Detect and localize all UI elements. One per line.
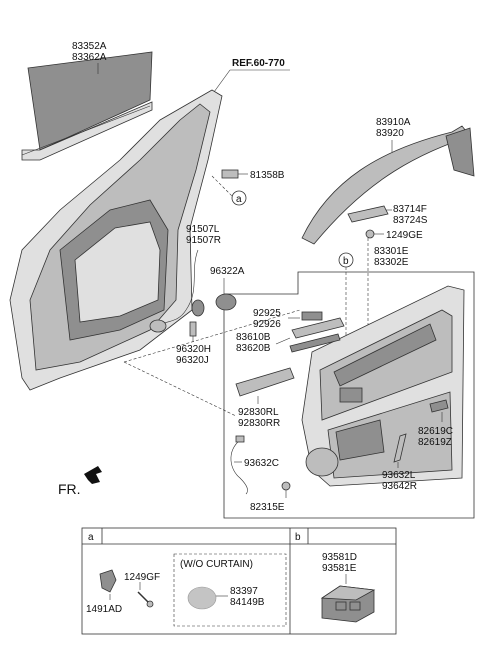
detail-a-tab: a bbox=[88, 532, 94, 543]
inner-lamp-93632l bbox=[393, 433, 407, 463]
fastener-1491ad bbox=[99, 569, 117, 593]
detail-a-gf-label: 1249GF bbox=[124, 572, 160, 583]
handle-label-1: 83610B bbox=[236, 332, 271, 343]
trim-pad-label-1: 83714F bbox=[393, 204, 427, 215]
trim-pad-upper bbox=[347, 205, 389, 223]
wiring-label-2: 91507R bbox=[186, 235, 221, 246]
reflector-label-1: 82619C bbox=[418, 426, 453, 437]
belt-molding bbox=[301, 125, 475, 245]
door-trim-panel bbox=[301, 285, 465, 487]
detail-b-label-2: 93581E bbox=[322, 563, 357, 574]
inner-lamp-label-2: 93642R bbox=[382, 481, 417, 492]
door-trim-label-2: 83302E bbox=[374, 257, 409, 268]
detail-a-cap-label-2: 84149B bbox=[230, 597, 265, 608]
detail-b-tab: b bbox=[295, 532, 301, 543]
reflector-label-2: 82619Z bbox=[418, 437, 452, 448]
grommet-bolt bbox=[365, 229, 375, 239]
courtesy-harness bbox=[230, 439, 248, 495]
cap-83397 bbox=[187, 586, 217, 610]
sunshade-label-2: 83362A bbox=[72, 52, 107, 63]
grommet-bolt-label: 1249GE bbox=[386, 230, 423, 241]
bracket-81358b bbox=[221, 169, 239, 179]
door-trim-frame bbox=[223, 271, 475, 519]
tweeter-label-2: 96320J bbox=[176, 355, 209, 366]
lamp-92830 bbox=[235, 367, 295, 397]
front-arrow-icon bbox=[84, 466, 102, 484]
lamp-label-2: 92830RR bbox=[238, 418, 280, 429]
clip-82315e bbox=[281, 481, 291, 491]
sunshade-panel bbox=[21, 51, 153, 161]
clip-label: 82315E bbox=[250, 502, 285, 513]
trim-pad-label-2: 83724S bbox=[393, 215, 428, 226]
door-frame bbox=[9, 89, 223, 391]
handle-label-2: 83620B bbox=[236, 343, 271, 354]
tweeter-label-1: 96320H bbox=[176, 344, 211, 355]
sunshade-label-1: 83352A bbox=[72, 41, 107, 52]
bracket-label: 81358B bbox=[250, 170, 285, 181]
front-direction-label: FR. bbox=[58, 481, 81, 497]
curtain-note-box bbox=[173, 553, 287, 627]
speaker-grille bbox=[305, 447, 339, 477]
curtain-note-label: (W/O CURTAIN) bbox=[180, 559, 253, 570]
speaker-96322a bbox=[191, 293, 237, 317]
callout-a-marker bbox=[231, 190, 247, 206]
ref-label: REF.60-770 bbox=[232, 58, 285, 69]
switch-label-1: 92925 bbox=[253, 308, 281, 319]
wiring-label-1: 91507L bbox=[186, 224, 220, 235]
belt-molding-label-2: 83920 bbox=[376, 128, 404, 139]
handle-83610b bbox=[289, 317, 345, 353]
reflector-82619 bbox=[429, 399, 449, 413]
door-trim-label-1: 83301E bbox=[374, 246, 409, 257]
belt-molding-label-1: 83910A bbox=[376, 117, 411, 128]
switch-93581d bbox=[320, 585, 376, 623]
courtesy-label: 93632C bbox=[244, 458, 279, 469]
switch-label-2: 92926 bbox=[253, 319, 281, 330]
window-switch-panel bbox=[339, 387, 363, 403]
switch-92925 bbox=[301, 311, 323, 321]
lamp-label-1: 92830RL bbox=[238, 407, 279, 418]
detail-a-ad-label: 1491AD bbox=[86, 604, 122, 615]
detail-box bbox=[81, 527, 397, 635]
inner-lamp-label-1: 93632L bbox=[382, 470, 416, 481]
detail-b-label-1: 93581D bbox=[322, 552, 357, 563]
speaker-label: 96322A bbox=[210, 266, 245, 277]
courtesy-connector bbox=[235, 435, 245, 443]
screw-1249gf bbox=[137, 591, 154, 608]
detail-a-cap-label-1: 83397 bbox=[230, 586, 258, 597]
callout-b-text: b bbox=[343, 256, 349, 267]
callout-a-text: a bbox=[236, 194, 242, 205]
